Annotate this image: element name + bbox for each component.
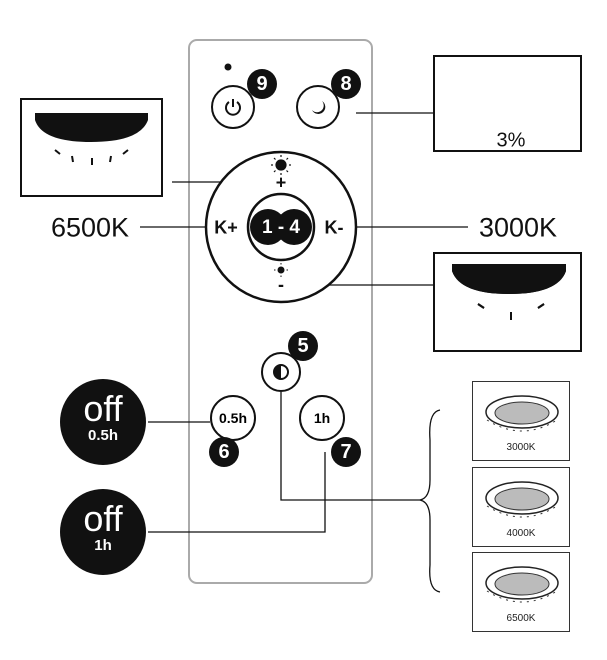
off-sub: 0.5h	[87, 427, 118, 444]
color-mode-label: 4000K	[506, 528, 536, 539]
badge-6: 6	[209, 437, 239, 467]
sun-small-icon	[274, 263, 288, 277]
power-icon	[225, 99, 241, 116]
off-sub: 1h	[94, 537, 112, 554]
off-one-hour-badge: off 1h	[60, 489, 146, 575]
night-light-box: 3%	[433, 55, 582, 152]
dim-lamp-box	[433, 252, 582, 352]
badge-5: 5	[288, 331, 318, 361]
color-mode-label: 3000K	[506, 442, 536, 453]
color-mode-6500k: 6500K	[472, 552, 570, 632]
bright-lamp-box	[20, 98, 163, 197]
lamp-icon	[485, 566, 559, 603]
badge-9: 9	[247, 69, 277, 99]
moon-icon	[312, 101, 326, 114]
half-circle-icon	[273, 364, 289, 380]
indicator-led	[224, 63, 232, 71]
badge-7: 7	[331, 437, 361, 467]
brightness-down-button[interactable]: -	[278, 274, 284, 295]
night-level-label: 3%	[496, 129, 526, 152]
color-temp-down-button[interactable]: K-	[324, 217, 344, 238]
lamp-icon	[485, 481, 559, 518]
cool-temp-label: 3000K	[478, 212, 558, 243]
badge-8: 8	[331, 69, 361, 99]
power-button[interactable]	[211, 85, 255, 129]
off-half-hour-badge: off 0.5h	[60, 379, 146, 465]
lamp-icon	[485, 395, 559, 432]
color-temp-up-button[interactable]: K+	[214, 217, 238, 238]
brace	[419, 409, 441, 593]
color-mode-4000k: 4000K	[472, 467, 570, 547]
lamp-bright-left	[35, 113, 148, 165]
timer-one-hour-button[interactable]: 1h	[299, 395, 345, 441]
timer-half-hour-button[interactable]: 0.5h	[210, 395, 256, 441]
sun-icon	[271, 155, 291, 175]
warm-temp-label: 6500K	[50, 212, 130, 243]
color-mode-3000k: 3000K	[472, 381, 570, 461]
badge-1-4: 1 - 4	[261, 217, 301, 238]
brightness-up-button[interactable]: +	[275, 172, 287, 193]
off-title: off	[83, 498, 123, 539]
off-title: off	[83, 388, 123, 429]
color-mode-label: 6500K	[506, 613, 536, 624]
